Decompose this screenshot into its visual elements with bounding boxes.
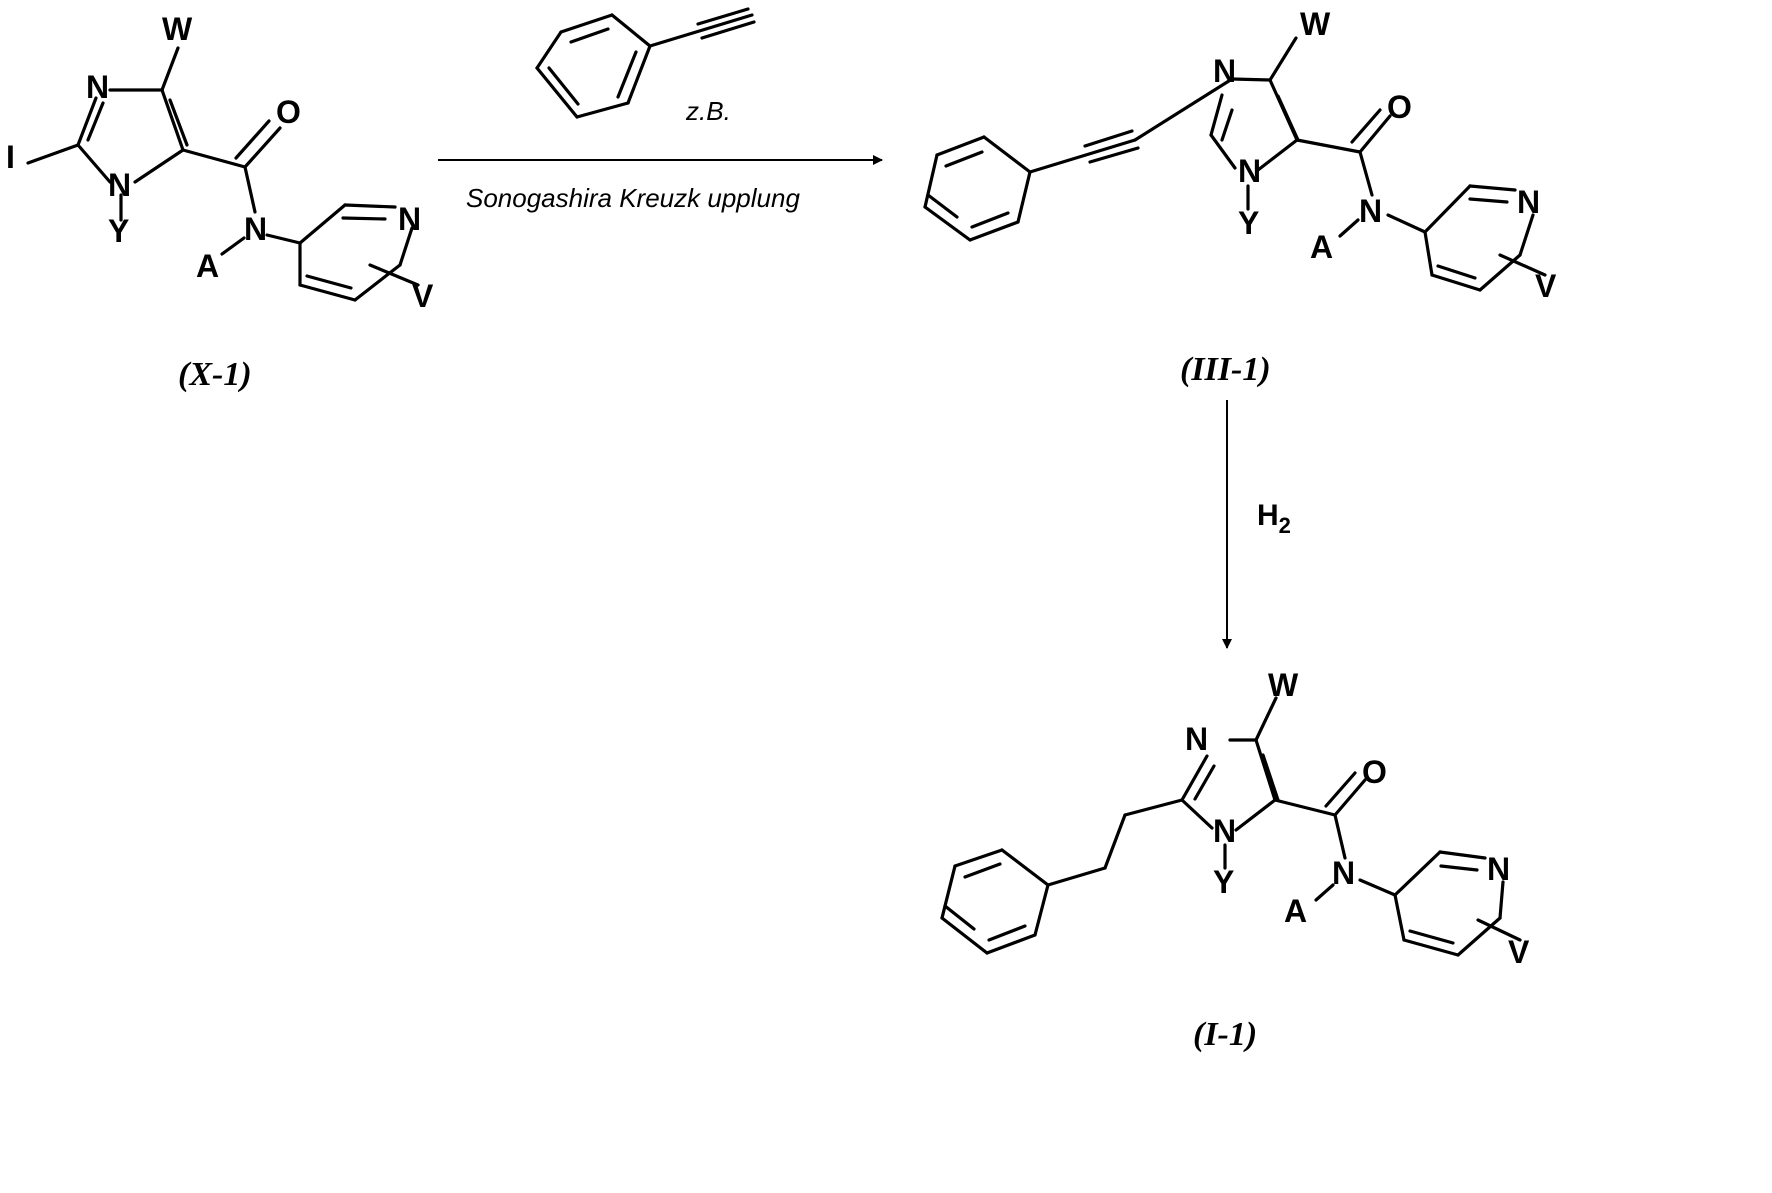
atom-v: V [1535,268,1557,304]
atom-n: N [1359,193,1382,229]
atom-n: N [1332,855,1355,891]
atom-a: A [1310,229,1333,265]
compound-x-1: W N N O I Y N A N V (X-1) [6,11,434,393]
atom-o: O [1387,89,1412,125]
reaction-arrow-1: z.B. Sonogashira Kreuzk upplung [438,9,882,213]
atom-w: W [1268,667,1299,703]
atom-n: N [1185,721,1208,757]
reagent-h2: H2 [1257,499,1291,538]
atom-a: A [1284,893,1307,929]
reaction-arrow-2: H2 [1227,400,1291,648]
atom-n: N [244,211,267,247]
atom-i: I [6,139,15,175]
atom-o: O [276,94,301,130]
atom-y: Y [108,213,129,249]
atom-v: V [1508,934,1530,970]
atom-y: Y [1213,864,1234,900]
atom-w: W [162,11,193,47]
atom-n: N [86,69,109,105]
atom-y: Y [1238,205,1259,241]
compound-i-1: W N N O Y N A N V (I-1) [942,667,1530,1053]
condition-label: Sonogashira Kreuzk upplung [466,183,800,213]
compound-iii-1: W N N O Y N A N V (III-1) [925,6,1557,388]
atom-o: O [1362,754,1387,790]
atom-n: N [398,201,421,237]
reagent-note: z.B. [685,96,731,126]
atom-n: N [1238,153,1261,189]
atom-n: N [1213,53,1236,89]
compound-label-start: (X-1) [178,356,252,393]
compound-label-product: (I-1) [1193,1016,1257,1053]
atom-n: N [108,167,131,203]
atom-w: W [1300,6,1331,42]
atom-n: N [1213,813,1236,849]
atom-v: V [412,278,434,314]
compound-label-intermediate: (III-1) [1180,351,1271,388]
atom-n: N [1487,851,1510,887]
atom-a: A [196,248,219,284]
atom-n: N [1517,184,1540,220]
